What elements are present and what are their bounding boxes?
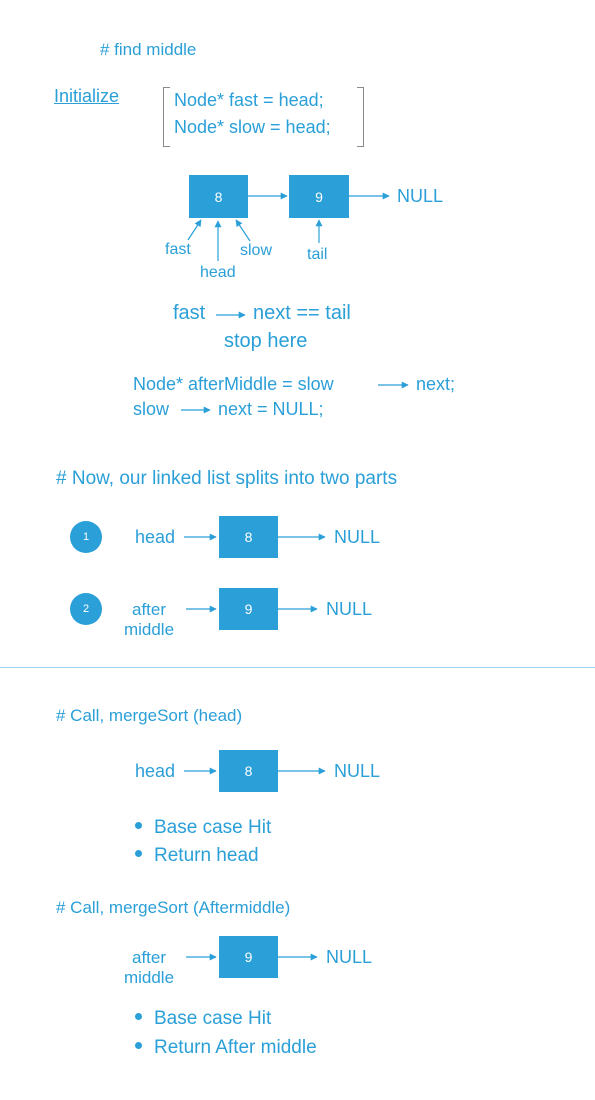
- condition-left: fast: [173, 302, 206, 324]
- stop-here-text: stop here: [224, 330, 308, 352]
- code-line1-left: Node* afterMiddle = slow: [133, 374, 334, 394]
- code-line2-right: next = NULL;: [218, 399, 324, 419]
- badge-text: 1: [82, 531, 90, 543]
- call2-label: after middle: [122, 948, 176, 988]
- init-line-slow: Node* slow = head;: [174, 117, 331, 137]
- fast-pointer-label: fast: [165, 241, 191, 258]
- condition-right: next == tail: [253, 302, 351, 324]
- node-value: 8: [244, 529, 253, 545]
- node-value: 8: [244, 763, 253, 779]
- slow-pointer-arrow: [235, 219, 251, 242]
- code-line2-left: slow: [133, 399, 170, 419]
- bullet-dot: [135, 1013, 142, 1021]
- node-value: 9: [315, 188, 323, 205]
- bullet-item: Return After middle: [135, 1037, 317, 1059]
- bullet-dot: [135, 1042, 142, 1050]
- node-value: 8: [214, 188, 223, 205]
- call1-heading: # Call, mergeSort (head): [56, 706, 243, 725]
- bullet-text: Base case Hit: [154, 1008, 272, 1029]
- bullet-item: Return head: [135, 845, 259, 867]
- section-divider: [0, 667, 595, 668]
- bullet-text: Return After middle: [154, 1037, 317, 1058]
- bullet-item: Base case Hit: [135, 817, 271, 839]
- init-line-fast: Node* fast = head;: [174, 90, 324, 110]
- part2-null-label: NULL: [326, 599, 373, 619]
- call1-label: head: [135, 761, 176, 781]
- split-heading: # Now, our linked list splits into two p…: [56, 468, 398, 489]
- tail-pointer-label: tail: [307, 246, 328, 263]
- part-number-badge-2: 2: [70, 593, 102, 625]
- part2-label-line1: after: [131, 600, 167, 619]
- initialize-label: Initialize: [54, 86, 120, 106]
- part1-null-label: NULL: [334, 527, 381, 547]
- call2-heading: # Call, mergeSort (Aftermiddle): [56, 898, 291, 917]
- init-bracket-right: [357, 87, 364, 147]
- part2-label-line2: middle: [123, 620, 175, 639]
- part1-label: head: [135, 527, 176, 547]
- call2-label-line2: middle: [123, 968, 175, 987]
- null-label: NULL: [397, 186, 444, 206]
- call1-node: 8: [219, 750, 278, 792]
- call2-node: 9: [219, 936, 278, 978]
- part-number-badge-1: 1: [70, 521, 102, 553]
- badge-text: 2: [82, 603, 90, 615]
- code-line1-right: next;: [416, 374, 456, 394]
- list-node-8: 8: [189, 175, 248, 218]
- find-middle-heading: # find middle: [100, 40, 197, 59]
- part1-node: 8: [219, 516, 278, 558]
- node-value: 9: [244, 949, 253, 965]
- node-value: 9: [244, 601, 253, 617]
- init-bracket-left: [163, 87, 170, 147]
- part2-label: after middle: [122, 600, 176, 640]
- bullet-text: Base case Hit: [154, 817, 272, 838]
- bullet-dot: [135, 850, 142, 858]
- call2-label-line1: after: [131, 948, 167, 967]
- call2-null-label: NULL: [326, 947, 373, 967]
- part2-node: 9: [219, 588, 278, 630]
- head-pointer-label: head: [200, 264, 236, 281]
- slow-pointer-label: slow: [240, 242, 273, 259]
- bullet-item: Base case Hit: [135, 1008, 271, 1030]
- fast-pointer-arrow: [187, 219, 202, 241]
- bullet-dot: [135, 822, 142, 830]
- bullet-text: Return head: [154, 845, 259, 866]
- call1-null-label: NULL: [334, 761, 381, 781]
- list-node-9: 9: [289, 175, 349, 218]
